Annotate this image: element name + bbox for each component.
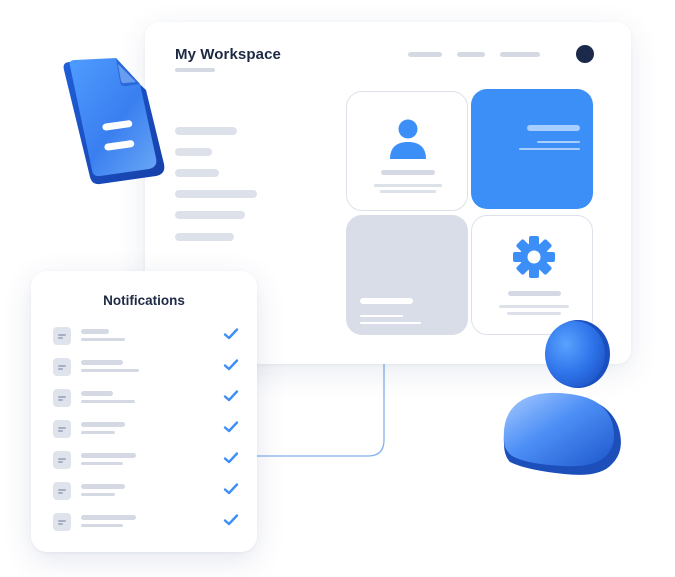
- check-icon: [223, 452, 239, 464]
- item-line: [81, 453, 136, 458]
- profile-card[interactable]: [346, 91, 468, 211]
- item-line: [81, 462, 123, 465]
- document-icon: [63, 58, 165, 185]
- check-icon: [223, 328, 239, 340]
- item-line: [81, 338, 125, 341]
- notification-item[interactable]: [53, 513, 239, 535]
- document-icon: [53, 327, 71, 345]
- check-icon: [223, 390, 239, 402]
- item-line: [81, 391, 113, 396]
- item-line: [81, 400, 135, 403]
- card-line: [499, 305, 569, 308]
- gear-icon: [513, 236, 555, 278]
- check-icon: [223, 514, 239, 526]
- card-line: [360, 322, 421, 324]
- item-line: [81, 515, 136, 520]
- notifications-title: Notifications: [103, 293, 185, 308]
- nav-item-2[interactable]: [457, 52, 485, 57]
- sidebar-item-2[interactable]: [175, 148, 212, 156]
- gray-card[interactable]: [346, 215, 468, 335]
- item-line: [81, 329, 109, 334]
- settings-card[interactable]: [471, 215, 593, 335]
- card-line: [519, 148, 580, 150]
- sidebar-item-1[interactable]: [175, 127, 237, 135]
- item-line: [81, 422, 125, 427]
- card-line: [381, 170, 435, 175]
- card-line: [508, 291, 561, 296]
- card-line: [360, 315, 403, 317]
- document-icon: [53, 482, 71, 500]
- item-line: [81, 369, 139, 372]
- item-line: [81, 524, 123, 527]
- notification-item[interactable]: [53, 420, 239, 442]
- title-underline: [175, 68, 215, 72]
- workspace-window: My Workspace: [145, 22, 631, 364]
- item-line: [81, 360, 123, 365]
- notification-item[interactable]: [53, 327, 239, 349]
- user-icon: [503, 320, 621, 475]
- item-line: [81, 431, 115, 434]
- user-icon: [390, 119, 426, 159]
- card-line: [507, 312, 561, 315]
- card-line: [537, 141, 580, 143]
- document-icon: [53, 451, 71, 469]
- check-icon: [223, 421, 239, 433]
- sidebar-item-3[interactable]: [175, 169, 219, 177]
- sidebar-item-5[interactable]: [175, 211, 245, 219]
- notification-item[interactable]: [53, 482, 239, 504]
- sidebar-item-4[interactable]: [175, 190, 257, 198]
- nav-item-1[interactable]: [408, 52, 442, 57]
- card-line: [360, 298, 413, 304]
- document-icon: [53, 513, 71, 531]
- card-line: [380, 190, 436, 193]
- page-title: My Workspace: [175, 46, 281, 63]
- document-icon: [53, 389, 71, 407]
- card-line: [527, 125, 580, 131]
- check-icon: [223, 359, 239, 371]
- sidebar-item-6[interactable]: [175, 233, 234, 241]
- item-line: [81, 493, 115, 496]
- highlight-card[interactable]: [471, 89, 593, 209]
- item-line: [81, 484, 125, 489]
- document-icon: [53, 358, 71, 376]
- notification-item[interactable]: [53, 358, 239, 380]
- notification-item[interactable]: [53, 451, 239, 473]
- check-icon: [223, 483, 239, 495]
- card-line: [374, 184, 442, 187]
- notifications-panel: Notifications: [31, 271, 257, 552]
- nav-item-3[interactable]: [500, 52, 540, 57]
- notification-item[interactable]: [53, 389, 239, 411]
- avatar[interactable]: [576, 45, 594, 63]
- document-icon: [53, 420, 71, 438]
